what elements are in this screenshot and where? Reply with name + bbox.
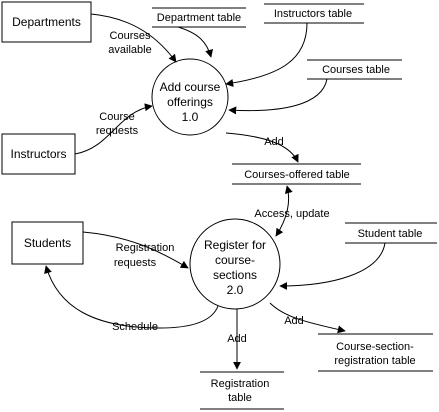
entity-students-label: Students xyxy=(24,236,71,250)
entity-instructors-label: Instructors xyxy=(10,147,66,161)
process-add-course-offerings: Add course offerings 1.0 xyxy=(151,58,229,136)
store-department-table: Department table xyxy=(152,7,246,28)
flow-add-offered-label: Add xyxy=(264,136,284,148)
flow-courses-available-line1: Courses xyxy=(110,30,151,42)
store-department-table-label: Department table xyxy=(157,12,241,24)
flow-registration-requests-line2: requests xyxy=(114,257,157,269)
flow-courses-table-arrow xyxy=(228,78,328,115)
flow-add-registration-label: Add xyxy=(227,333,247,345)
store-courses-table: Courses table xyxy=(307,59,402,80)
store-student-table-label: Student table xyxy=(358,228,423,240)
store-registration-table-line1: Registration xyxy=(211,378,270,390)
store-course-section-registration-line2: registration table xyxy=(334,355,415,367)
flow-student-table-arrow xyxy=(279,242,386,290)
process-1-line2: offerings xyxy=(167,95,213,109)
process-2-line2: course- xyxy=(215,253,255,267)
flow-course-requests-arrow xyxy=(74,103,153,155)
process-2-line1: Register for xyxy=(204,238,266,252)
store-course-section-registration-line1: Course-section- xyxy=(336,341,414,353)
store-registration-table-line2: table xyxy=(228,392,252,404)
store-registration-table: Registration table xyxy=(200,371,284,410)
process-1-number: 1.0 xyxy=(182,110,199,124)
store-instructors-table: Instructors table xyxy=(264,3,364,24)
entity-departments-label: Departments xyxy=(12,15,81,29)
flow-access-update-arrow xyxy=(275,185,293,237)
flow-access-update-label: Access, update xyxy=(254,208,329,220)
flow-department-table-arrow xyxy=(177,26,214,58)
entity-departments: Departments xyxy=(1,1,92,43)
store-instructors-table-label: Instructors table xyxy=(274,8,352,20)
flow-courses-available-line2: available xyxy=(108,44,151,56)
entity-instructors: Instructors xyxy=(1,133,76,175)
store-courses-offered-table-label: Courses-offered table xyxy=(244,169,350,181)
flow-schedule-label: Schedule xyxy=(112,321,158,333)
flow-add-section-registration-label: Add xyxy=(284,315,304,327)
process-2-line3: sections xyxy=(213,268,257,282)
store-courses-table-label: Courses table xyxy=(322,64,390,76)
flow-course-requests-line2: requests xyxy=(96,125,139,137)
flow-add-offered-arrow xyxy=(225,132,299,163)
flow-instructors-table-arrow xyxy=(225,22,308,87)
store-course-section-registration-table: Course-section- registration table xyxy=(318,333,433,372)
flow-schedule-arrow xyxy=(44,265,219,329)
process-2-number: 2.0 xyxy=(227,283,244,297)
flow-course-requests-line1: Course xyxy=(99,111,134,123)
flow-registration-requests-line1: Registration xyxy=(116,242,175,254)
flow-courses-available-arrow xyxy=(90,13,177,63)
flow-registration-requests-arrow xyxy=(82,231,189,269)
process-1-line1: Add course xyxy=(160,80,221,94)
flow-add-section-registration-arrow xyxy=(269,302,346,334)
store-courses-offered-table: Courses-offered table xyxy=(232,163,361,185)
entity-students: Students xyxy=(11,221,84,265)
store-student-table: Student table xyxy=(345,222,437,244)
process-register-for-course-sections: Register for course- sections 2.0 xyxy=(189,218,281,310)
